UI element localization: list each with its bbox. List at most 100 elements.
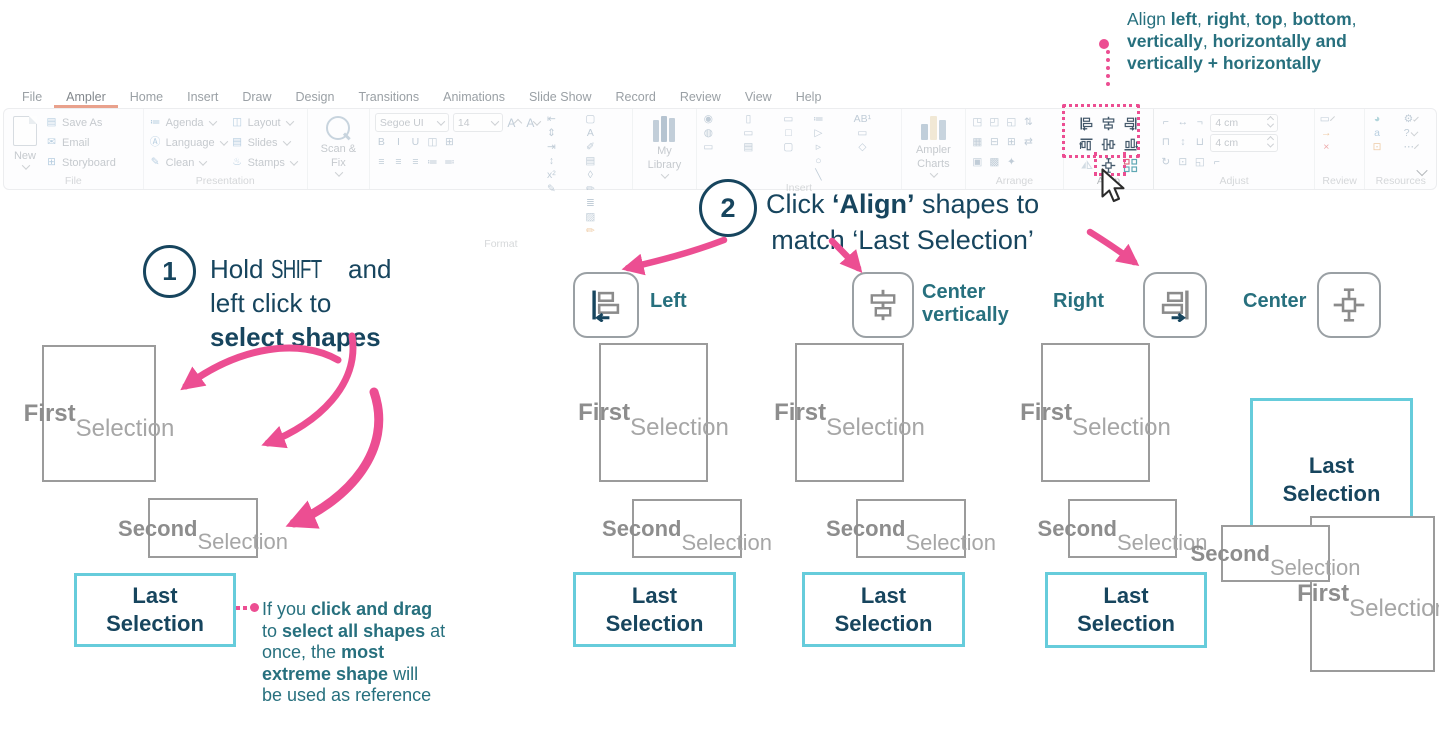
tab-help[interactable]: Help bbox=[795, 90, 822, 104]
forward-icon[interactable]: → bbox=[1321, 127, 1332, 140]
tab-file[interactable]: File bbox=[22, 90, 43, 104]
bold-icon[interactable]: B bbox=[377, 136, 385, 149]
shrink-font-icon[interactable]: A bbox=[526, 115, 542, 130]
send-back-icon[interactable]: ▩ bbox=[989, 156, 1000, 169]
stamps-button[interactable]: ♨Stamps bbox=[231, 153, 299, 172]
width-spinner[interactable]: 4 cm bbox=[1210, 113, 1279, 132]
align-text-right-icon[interactable]: ≡ bbox=[412, 156, 419, 169]
tab-draw[interactable]: Draw bbox=[242, 90, 272, 104]
bring-front-icon[interactable]: ▣ bbox=[972, 156, 983, 169]
rotate-right-icon[interactable]: ◱ bbox=[1006, 116, 1017, 129]
my-library-button[interactable]: My Library bbox=[638, 113, 691, 182]
same-width-icon[interactable]: ↔ bbox=[1177, 116, 1189, 129]
align-middle-icon[interactable] bbox=[1101, 137, 1116, 152]
line-spacing-icon[interactable]: ↕ bbox=[548, 155, 555, 168]
increase-indent-icon[interactable]: ⇥ bbox=[547, 141, 556, 154]
rectangle-icon[interactable]: □ bbox=[785, 127, 792, 140]
smart-shape-icon[interactable]: ◇ bbox=[858, 141, 867, 154]
more-options-icon[interactable]: ⋯ bbox=[1404, 141, 1419, 154]
shadow-icon[interactable]: ◫ bbox=[427, 136, 438, 149]
slides-button[interactable]: ▤Slides bbox=[231, 133, 297, 152]
height-spinner[interactable]: 4 cm bbox=[1210, 133, 1279, 152]
ampler-logo-icon[interactable]: a bbox=[1374, 127, 1380, 140]
swap-icon[interactable]: ⇅ bbox=[1023, 116, 1033, 129]
textbox-icon[interactable]: ▭ bbox=[783, 113, 794, 126]
tab-insert[interactable]: Insert bbox=[187, 90, 219, 104]
underline-icon[interactable]: U bbox=[411, 136, 420, 149]
tab-home[interactable]: Home bbox=[129, 90, 164, 104]
email-button[interactable]: ✉Email bbox=[45, 133, 116, 152]
align-text-center-icon[interactable]: ≡ bbox=[395, 156, 402, 169]
decrease-indent-icon[interactable]: ⇤ bbox=[547, 113, 556, 126]
insert-page-icon[interactable]: ▯ bbox=[745, 113, 752, 126]
chevron-shape-icon[interactable]: ▹ bbox=[815, 141, 822, 154]
same-height-icon[interactable]: ↕ bbox=[1180, 136, 1186, 149]
align-center-vertical-icon[interactable] bbox=[1101, 116, 1116, 131]
thick-lines-icon[interactable]: ≣ bbox=[585, 197, 595, 210]
selection-frame-icon[interactable]: ◳ bbox=[972, 116, 983, 129]
reorder-icon[interactable]: ⇄ bbox=[1023, 136, 1033, 149]
keyboard-icon[interactable]: ▭ bbox=[857, 127, 868, 140]
align-top-icon[interactable] bbox=[1079, 137, 1094, 152]
pie-wheel-icon[interactable]: ◕ bbox=[1373, 113, 1381, 126]
tab-animations[interactable]: Animations bbox=[443, 90, 505, 104]
stack-icon[interactable]: ⊟ bbox=[989, 136, 999, 149]
align-left-icon[interactable] bbox=[1079, 116, 1094, 131]
help-icon[interactable]: ? bbox=[1404, 127, 1419, 140]
dash-style-icon[interactable]: ▤ bbox=[585, 155, 596, 168]
bullet-list-icon[interactable]: ≔ bbox=[813, 113, 824, 126]
tab-view[interactable]: View bbox=[744, 90, 772, 104]
font-name-select[interactable]: Segoe UI bbox=[374, 113, 449, 132]
highlight-pen-icon[interactable]: ✎ bbox=[547, 183, 556, 196]
snap-top-icon[interactable]: ⊓ bbox=[1161, 136, 1170, 149]
snap-right-icon[interactable]: ¬ bbox=[1196, 116, 1203, 129]
clean-button[interactable]: ✎Clean bbox=[149, 153, 227, 172]
insert-arrow-icon[interactable]: ◉ bbox=[703, 113, 713, 126]
tab-design[interactable]: Design bbox=[295, 90, 335, 104]
insert-bar-icon[interactable]: ▭ bbox=[743, 127, 754, 140]
tab-slide-show[interactable]: Slide Show bbox=[528, 90, 592, 104]
collapse-ribbon-chevron-icon[interactable] bbox=[1416, 163, 1428, 181]
flip-icon[interactable] bbox=[1079, 158, 1094, 173]
align-bottom-icon[interactable] bbox=[1123, 137, 1139, 152]
line-icon[interactable]: ╲ bbox=[815, 169, 822, 182]
new-button[interactable]: New bbox=[9, 113, 41, 173]
grid-align-icon[interactable] bbox=[1123, 158, 1138, 173]
ab-footnote-icon[interactable]: AB¹ bbox=[853, 113, 872, 126]
format-painter-icon[interactable]: ✏ bbox=[585, 225, 595, 238]
tab-review[interactable]: Review bbox=[679, 90, 721, 104]
insert-comment-icon[interactable]: ▭ bbox=[703, 141, 714, 154]
comment-icon[interactable]: ▭ bbox=[1320, 113, 1335, 126]
angle-icon[interactable]: ⌐ bbox=[1213, 156, 1220, 169]
snap-bottom-icon[interactable]: ⊔ bbox=[1195, 136, 1204, 149]
scan-fix-button[interactable]: Scan & Fix bbox=[313, 113, 364, 180]
table-icon[interactable]: ⊞ bbox=[445, 136, 454, 149]
oval-icon[interactable]: ○ bbox=[815, 155, 822, 168]
rotate-left-icon[interactable]: ◰ bbox=[989, 116, 1000, 129]
eyedropper2-icon[interactable]: ✏ bbox=[585, 183, 595, 196]
align-right-icon[interactable] bbox=[1123, 116, 1138, 131]
shape-fill-icon[interactable]: ▢ bbox=[585, 113, 596, 126]
rotate-icon[interactable]: ↻ bbox=[1161, 156, 1171, 169]
bullets-icon[interactable]: ≔ bbox=[427, 156, 438, 169]
font-size-select[interactable]: 14 bbox=[452, 113, 503, 132]
layout-button[interactable]: ◫Layout bbox=[231, 113, 297, 132]
eyedropper-icon[interactable]: ✐ bbox=[585, 141, 595, 154]
pentagon-icon[interactable]: ▷ bbox=[814, 127, 823, 140]
crop-icon[interactable]: ◱ bbox=[1194, 156, 1205, 169]
ampler-charts-button[interactable]: Ampler Charts bbox=[907, 113, 960, 181]
tab-ampler[interactable]: Ampler bbox=[54, 87, 118, 108]
rounded-rectangle-icon[interactable]: ▢ bbox=[783, 141, 794, 154]
tab-record[interactable]: Record bbox=[615, 90, 656, 104]
edit-shape-icon[interactable]: ▨ bbox=[585, 211, 596, 224]
distribute-icon[interactable]: ⊞ bbox=[1006, 136, 1016, 149]
save-as-button[interactable]: ▤Save As bbox=[46, 116, 103, 129]
font-color-icon[interactable]: A bbox=[586, 127, 594, 140]
superscript-icon[interactable]: x² bbox=[547, 169, 556, 182]
settings-gear-icon[interactable]: ⚙ bbox=[1404, 113, 1419, 126]
magic-wand-icon[interactable]: ✦ bbox=[1006, 156, 1016, 169]
paragraph-spacing-icon[interactable]: ⇕ bbox=[547, 127, 556, 140]
share-screen-icon[interactable]: ⊡ bbox=[1372, 141, 1382, 154]
grow-font-icon[interactable]: A bbox=[507, 115, 523, 130]
